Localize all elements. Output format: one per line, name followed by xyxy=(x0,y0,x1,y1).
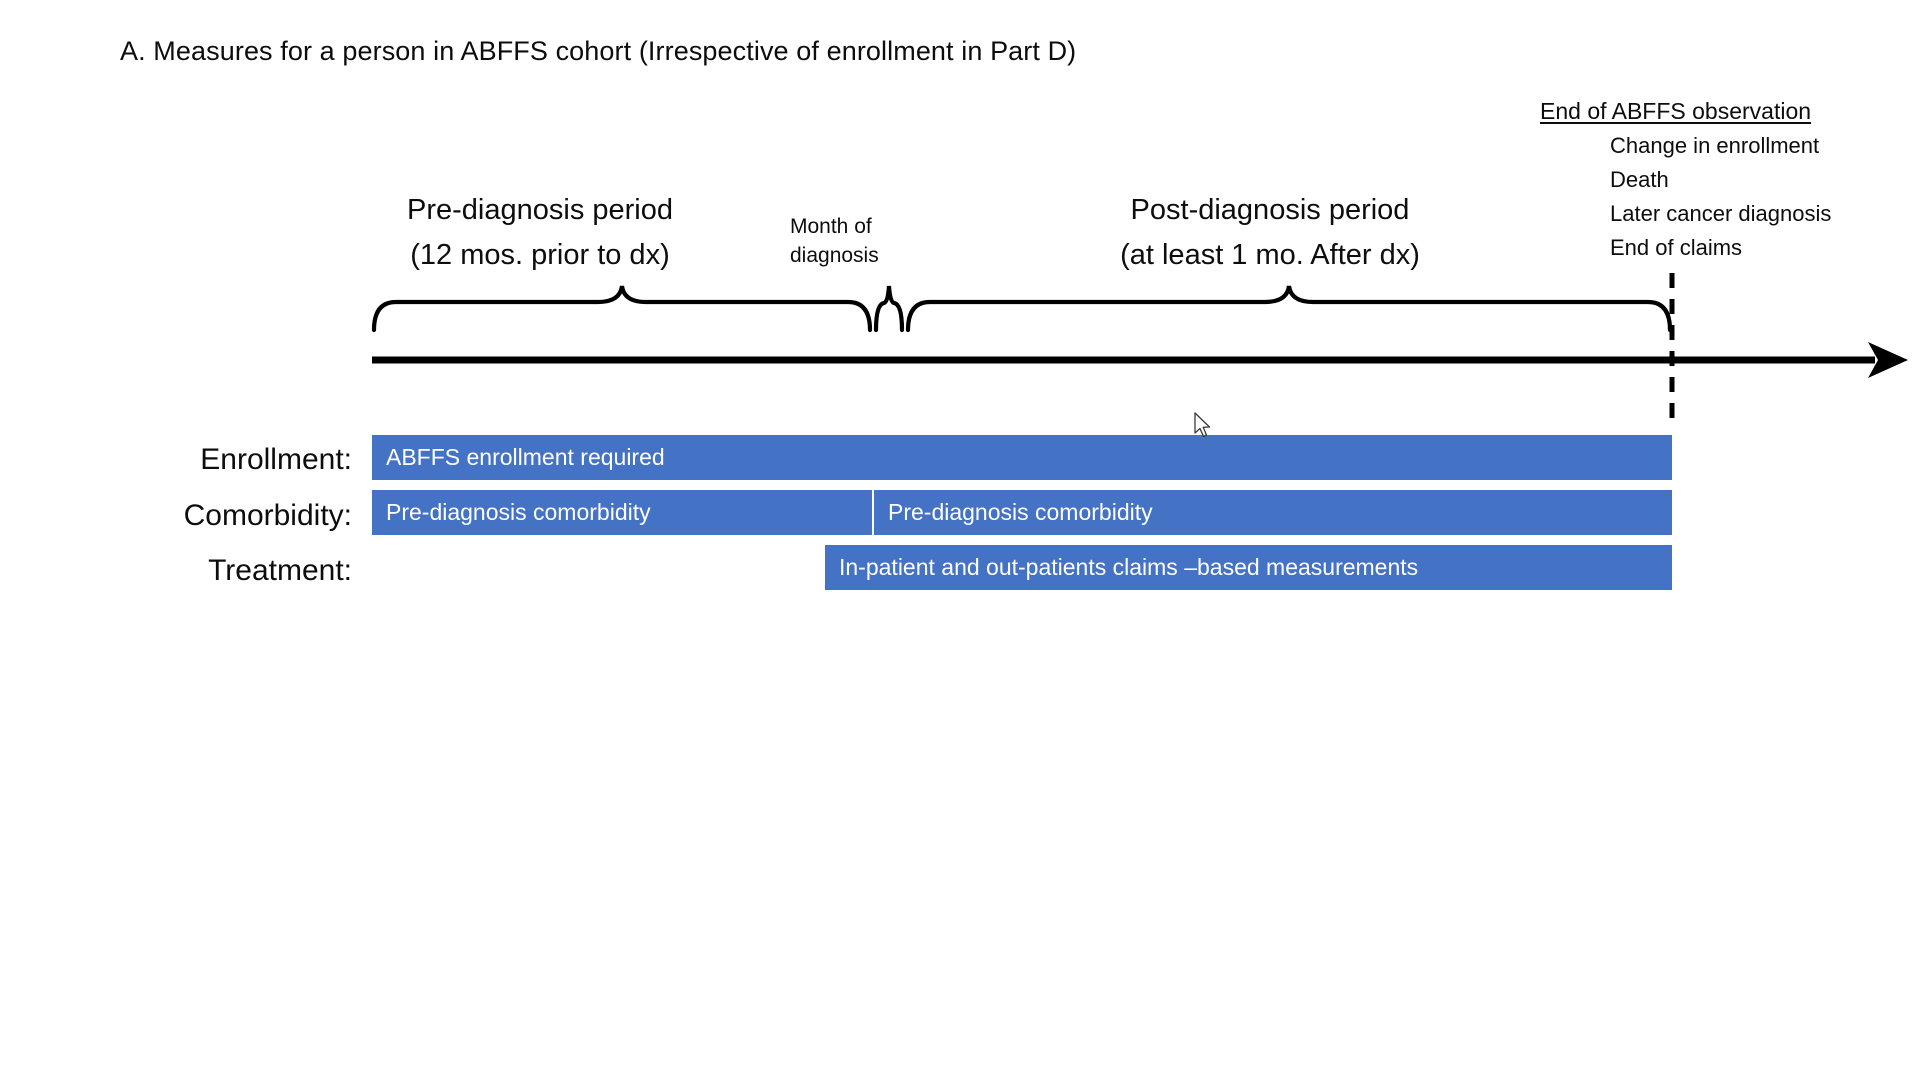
bar-enrollment-label: ABFFS enrollment required xyxy=(386,444,665,470)
bar-comorbidity-post-label: Pre-diagnosis comorbidity xyxy=(888,499,1153,525)
arrow-right-icon xyxy=(1868,342,1908,378)
list-item: Later cancer diagnosis xyxy=(1610,201,1832,226)
list-item: Change in enrollment xyxy=(1610,133,1820,158)
bar-comorbidity-pre-label: Pre-diagnosis comorbidity xyxy=(386,499,651,525)
post-diagnosis-period-caption: Post-diagnosis period (at least 1 mo. Af… xyxy=(1000,188,1540,278)
bar-treatment[interactable]: In-patient and out-patients claims –base… xyxy=(825,545,1672,590)
end-of-observation-heading: End of ABFFS observation xyxy=(1540,98,1812,124)
pre-diagnosis-period-caption: Pre-diagnosis period (12 mos. prior to d… xyxy=(330,188,750,278)
mouse-pointer-icon xyxy=(1194,412,1211,438)
pre-diagnosis-period-line1: Pre-diagnosis period xyxy=(407,194,673,226)
month-of-diagnosis-caption: Month of diagnosis xyxy=(790,212,930,270)
post-diagnosis-period-line1: Post-diagnosis period xyxy=(1130,194,1410,226)
pre-diagnosis-period-line2: (12 mos. prior to dx) xyxy=(410,239,670,271)
month-of-diagnosis-line2: diagnosis xyxy=(790,244,879,267)
row-label-enrollment: Enrollment: xyxy=(200,443,352,476)
list-item: End of claims xyxy=(1610,235,1743,260)
page-title: A. Measures for a person in ABFFS cohort… xyxy=(120,36,1077,66)
post-diagnosis-period-line2: (at least 1 mo. After dx) xyxy=(1120,239,1420,271)
pre-diagnosis-brace-icon xyxy=(371,285,873,333)
end-of-observation-list: Change in enrollment Death Later cancer … xyxy=(1540,129,1900,265)
list-item: Death xyxy=(1610,167,1669,192)
bar-comorbidity-pre[interactable]: Pre-diagnosis comorbidity xyxy=(372,490,872,535)
bar-comorbidity-post[interactable]: Pre-diagnosis comorbidity xyxy=(874,490,1672,535)
month-of-diagnosis-line1: Month of xyxy=(790,215,872,238)
month-of-diagnosis-brace-icon xyxy=(873,285,905,333)
row-label-comorbidity: Comorbidity: xyxy=(183,499,352,532)
bar-enrollment[interactable]: ABFFS enrollment required xyxy=(372,435,1672,480)
post-diagnosis-brace-icon xyxy=(905,285,1673,333)
end-of-observation-block: End of ABFFS observation Change in enrol… xyxy=(1540,96,1900,265)
row-label-treatment: Treatment: xyxy=(208,554,352,587)
bar-treatment-label: In-patient and out-patients claims –base… xyxy=(839,554,1419,580)
